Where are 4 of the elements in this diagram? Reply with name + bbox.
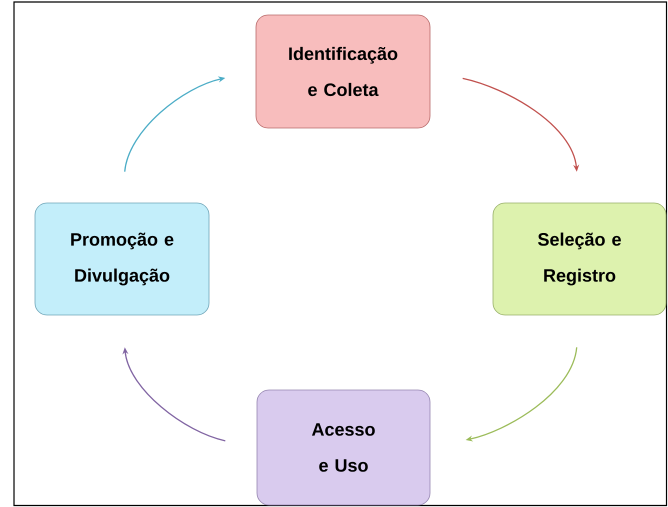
process-box: Acesso e Uso (256, 390, 430, 506)
process-box: Promoção e Divulgação (34, 202, 210, 316)
process-box: Seleção e Registro (492, 202, 666, 316)
process-box: Identificação e Coleta (256, 14, 430, 128)
